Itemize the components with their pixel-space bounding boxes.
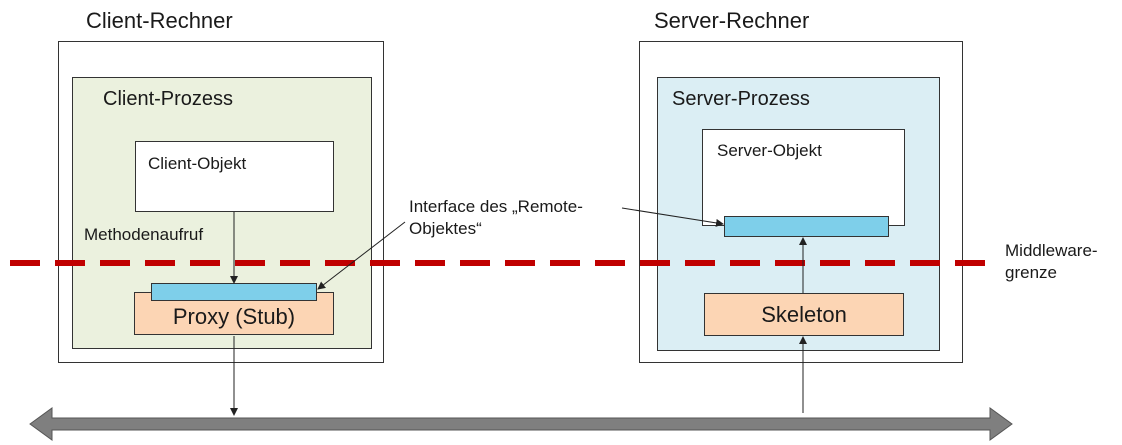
proxy-stub-label: Proxy (Stub) — [172, 303, 296, 329]
middleware-boundary-label-line2: grenze — [1005, 263, 1057, 282]
method-call-label: Methodenaufruf — [84, 225, 204, 244]
server-object — [702, 129, 905, 226]
interface-annotation-line2: Objektes“ — [409, 219, 482, 238]
middleware-boundary-label: Middleware- grenze — [1005, 240, 1098, 284]
server-machine-title: Server-Rechner — [654, 8, 810, 33]
client-object — [135, 141, 334, 212]
server-process-title: Server-Prozess — [672, 88, 810, 110]
network-double-arrow — [29, 407, 1013, 441]
interface-annotation: Interface des „Remote- Objektes“ — [409, 196, 583, 240]
interface-annotation-line1: Interface des „Remote- — [409, 197, 583, 216]
interface-callout-client — [317, 221, 406, 290]
middleware-boundary-label-line1: Middleware- — [1005, 241, 1098, 260]
server-interface-bar — [724, 216, 889, 237]
client-object-label: Client-Objekt — [148, 154, 247, 173]
client-process-title: Client-Prozess — [103, 88, 234, 110]
skeleton: Skeleton — [704, 293, 904, 336]
client-machine-title: Client-Rechner — [86, 8, 233, 33]
skeleton-label: Skeleton — [761, 301, 847, 327]
interface-callout-server — [621, 207, 724, 227]
server-object-label: Server-Objekt — [717, 141, 822, 160]
